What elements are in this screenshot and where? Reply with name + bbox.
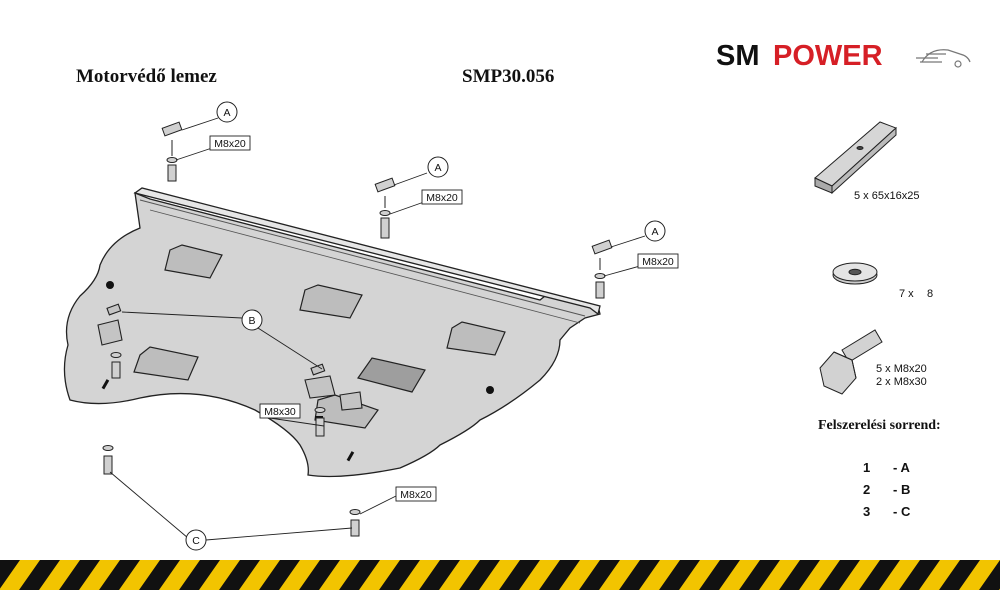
- car-silhouette-icon: [916, 49, 971, 68]
- b-bracket-left: [97, 303, 123, 346]
- svg-text:B: B: [248, 315, 255, 327]
- sequence-title: Felszerelési sorrend:: [818, 418, 941, 433]
- svg-text:M8x20: M8x20: [642, 256, 674, 268]
- bolt-label-a3: M8x20: [637, 253, 679, 269]
- plate-vents: [133, 244, 506, 429]
- bolt-spec-2: 2 x M8x30: [876, 376, 927, 388]
- sequence-step-1-num: 1: [863, 460, 871, 475]
- svg-text:M8x20: M8x20: [214, 138, 246, 150]
- svg-text:A: A: [223, 107, 230, 119]
- skid-plate: [63, 187, 601, 478]
- part-code: SMP30.056: [462, 66, 555, 87]
- bolt-assembly-c1: [102, 445, 114, 475]
- sequence-step-2-label: - B: [893, 482, 911, 497]
- svg-text:M8x20: M8x20: [400, 489, 432, 501]
- bolt-icon: [819, 329, 883, 395]
- bolt-assembly-b1: [110, 352, 122, 379]
- bolt-assembly-b2: [314, 407, 326, 437]
- bolt-assembly-c2: [349, 509, 361, 537]
- bolt-assembly-a3: [591, 239, 613, 299]
- smpower-logo: SM POWER: [716, 40, 971, 72]
- bolt-label-c1: M8x20: [395, 486, 437, 502]
- washer-size: 8: [927, 288, 934, 300]
- bolt-label-a1: M8x20: [209, 135, 251, 151]
- sequence-step-3-num: 3: [863, 504, 871, 519]
- bolt-assembly-a2: [374, 177, 396, 239]
- sequence-step-3-label: - C: [893, 504, 911, 519]
- plate-spec: 5 x 65x16x25: [854, 190, 920, 202]
- washer-qty: 7 x: [899, 288, 914, 300]
- callout-c: C: [185, 529, 207, 551]
- svg-text:C: C: [192, 535, 200, 547]
- hazard-stripe: [0, 560, 1000, 590]
- washer-icon: [832, 262, 878, 285]
- callout-a3: A: [644, 220, 666, 242]
- assembly-diagram: A A A B C M8x20 M8x20 M8x20 M8x30 M8x20: [63, 101, 897, 551]
- svg-text:A: A: [434, 162, 441, 174]
- part-title: Motorvédő lemez: [76, 66, 217, 87]
- logo-text-sm: SM: [716, 40, 760, 72]
- callout-b: B: [241, 309, 263, 331]
- logo-text-power: POWER: [773, 40, 883, 72]
- b-bracket-right: [304, 363, 363, 411]
- sequence-step-1-label: - A: [893, 460, 910, 475]
- mounting-plate-icon: [814, 121, 897, 195]
- svg-text:M8x30: M8x30: [264, 406, 296, 418]
- svg-text:A: A: [651, 226, 658, 238]
- bolt-label-b1: M8x30: [259, 403, 301, 419]
- leader-lines: [109, 117, 646, 541]
- callout-a2: A: [427, 156, 449, 178]
- bolt-label-a2: M8x20: [421, 189, 463, 205]
- sequence-step-2-num: 2: [863, 482, 871, 497]
- callout-a1: A: [216, 101, 238, 123]
- svg-text:M8x20: M8x20: [426, 192, 458, 204]
- access-panel: [357, 357, 426, 393]
- bolt-spec-1: 5 x M8x20: [876, 363, 927, 375]
- bolt-assembly-a1: [161, 121, 183, 182]
